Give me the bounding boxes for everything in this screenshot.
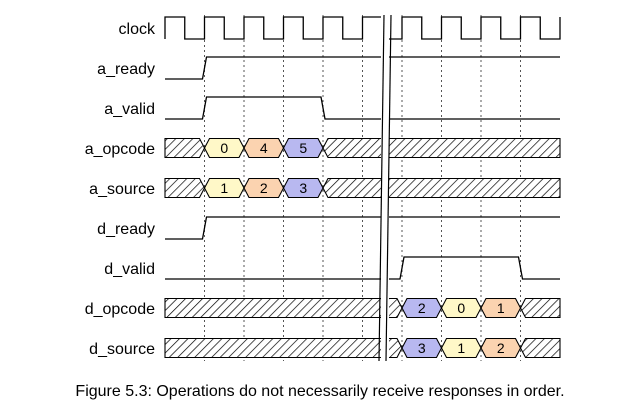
a-opcode-dont-care <box>322 137 561 159</box>
a-source-value-cell <box>282 177 324 199</box>
time-break-marker <box>378 14 392 362</box>
time-break-gap <box>381 15 389 361</box>
a-opcode-dont-care <box>164 137 206 159</box>
signal-label-clock: clock <box>119 21 156 38</box>
figure-caption: Figure 5.3: Operations do not necessaril… <box>75 383 564 400</box>
a-source-dont-care <box>164 177 206 199</box>
a-opcode-value-label: 4 <box>260 140 268 156</box>
clock-waveform <box>164 16 561 40</box>
d-opcode-value-cell <box>480 297 522 319</box>
a-opcode-value-label: 0 <box>220 140 228 156</box>
signal-label-a-valid: a_valid <box>104 101 155 118</box>
a-source-value-label: 1 <box>220 180 228 196</box>
signal-label-d-ready: d_ready <box>97 221 155 238</box>
a-opcode-value-cell <box>282 137 324 159</box>
time-break-slash <box>385 14 392 362</box>
d-source-dont-care <box>164 337 403 359</box>
d-opcode-value-label: 2 <box>418 300 426 316</box>
a-source-value-label: 3 <box>299 180 307 196</box>
d-source-value-label: 3 <box>418 340 426 356</box>
signal-labels: clock a_ready a_valid a_opcode a_source d_rea… <box>85 21 156 358</box>
d-source-value-label: 1 <box>457 340 465 356</box>
signal-label-d-source: d_source <box>89 341 155 358</box>
signal-label-a-source: a_source <box>89 181 155 198</box>
d-opcode-value-label: 1 <box>497 300 505 316</box>
d-opcode-value-label: 0 <box>457 300 465 316</box>
d-source-dont-care <box>519 337 561 359</box>
a-source-dont-care <box>322 177 561 199</box>
signal-label-a-ready: a_ready <box>97 61 155 78</box>
a-opcode-value-label: 5 <box>299 140 307 156</box>
d-source-value-cell <box>480 337 522 359</box>
a-valid-waveform <box>165 96 560 120</box>
waveforms: 0 4 5 1 2 3 2 0 1 3 1 2 <box>164 16 561 359</box>
d-opcode-dont-care <box>519 297 561 319</box>
d-valid-waveform <box>165 256 560 280</box>
d-opcode-dont-care <box>164 297 403 319</box>
signal-label-a-opcode: a_opcode <box>85 141 155 158</box>
a-source-value-label: 2 <box>260 180 268 196</box>
time-break-slash <box>378 14 385 362</box>
d-source-value-label: 2 <box>497 340 505 356</box>
signal-label-d-valid: d_valid <box>104 261 155 278</box>
signal-label-d-opcode: d_opcode <box>85 301 155 318</box>
